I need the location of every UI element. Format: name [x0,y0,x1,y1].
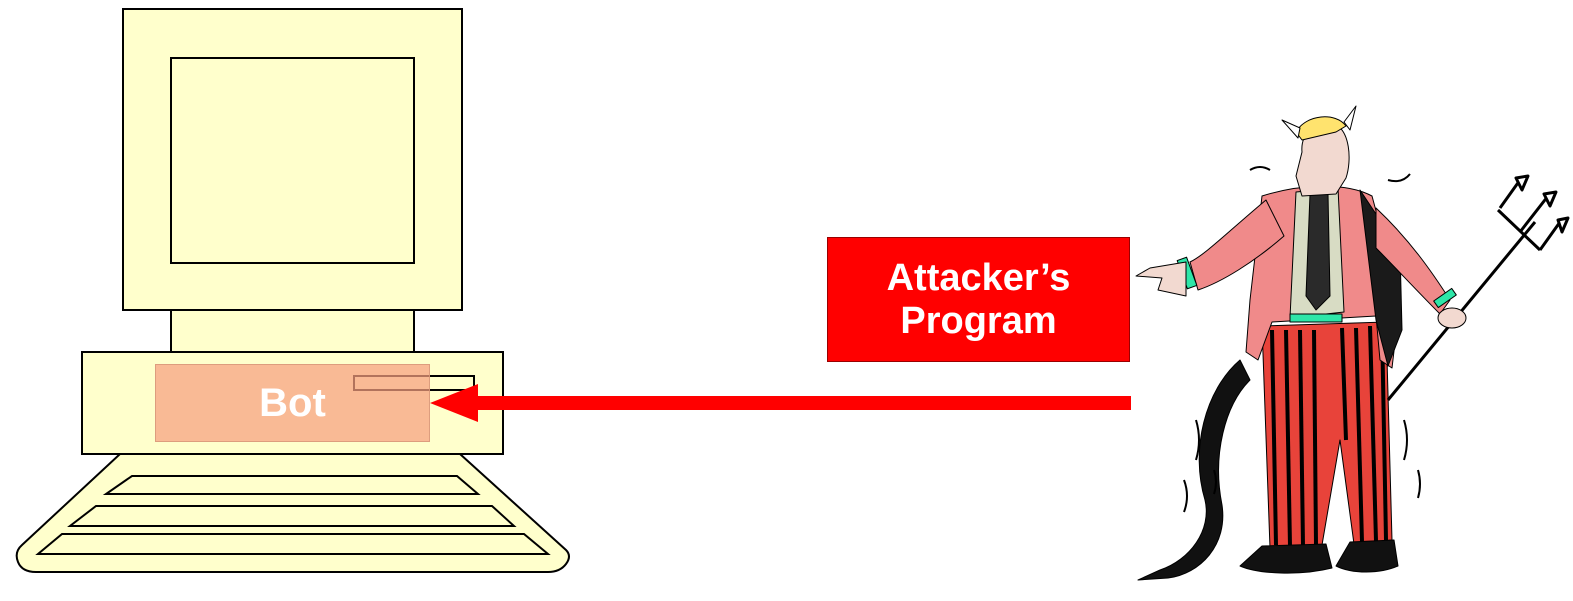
shoe-icon [1335,539,1399,573]
keyboard-row [102,475,481,495]
keyboard-row [35,533,551,555]
horn-icon [1281,119,1301,139]
left-arm [1375,207,1451,315]
attacker-program-box: Attacker’s Program [827,237,1130,362]
monitor-screen [170,57,415,264]
devil-figure-icon [1135,105,1570,581]
tail-icon [1137,359,1251,581]
tie-icon [1305,193,1331,311]
pointing-arm [1189,199,1285,291]
shoe-icon [1239,543,1333,574]
monitor-stand [170,309,415,353]
horn-icon [1343,105,1357,131]
bot-label: Bot [155,364,430,442]
hand-icon [1135,261,1187,297]
belt [1289,313,1343,323]
attacker-program-line2: Program [900,299,1057,342]
computer-icon [15,8,570,573]
keyboard-row [67,505,517,527]
arrow-icon [430,384,1131,422]
hair [1295,116,1347,141]
attacker-program-line1: Attacker’s [886,256,1071,299]
